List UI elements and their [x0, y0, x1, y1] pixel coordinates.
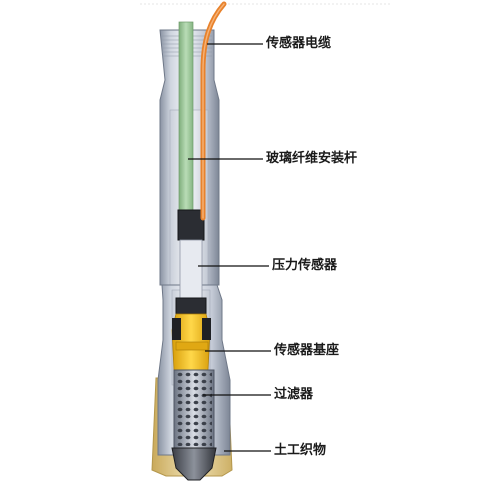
label-filter: 过滤器: [274, 387, 314, 402]
sensor-base-block-right: [202, 318, 211, 340]
leader-lines: [188, 43, 271, 452]
sensor-base-block-left: [172, 318, 181, 340]
probe-tip: [171, 447, 217, 481]
sensor-cable-highlight: [202, 3, 225, 219]
label-geotextile: 土工织物: [274, 443, 327, 458]
label-pressure-sensor: 压力传感器: [272, 258, 338, 273]
label-sensor-cable: 传感器电缆: [266, 36, 332, 51]
pressure-sensor-cap: [177, 209, 205, 241]
pressure-sensor-band: [175, 297, 207, 315]
sensor-base-ring: [175, 341, 209, 351]
filter-holes: [176, 372, 212, 446]
label-sensor-base: 传感器基座: [274, 343, 340, 358]
label-fiberglass-rod: 玻璃纤维安装杆: [266, 151, 358, 166]
pressure-sensor-body: [179, 239, 203, 303]
fiberglass-rod: [178, 21, 194, 228]
